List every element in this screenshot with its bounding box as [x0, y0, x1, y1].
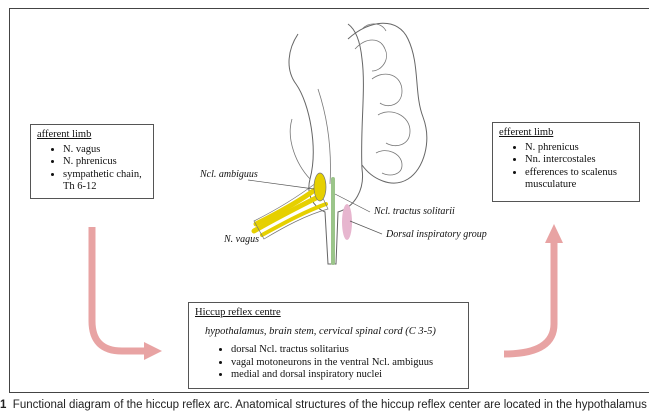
centre-subtitle: hypothalamus, brain stem, cervical spina…	[205, 326, 462, 339]
list-item: N. phrenicus	[63, 156, 147, 169]
centre-title: Hiccup reflex centre	[195, 307, 462, 320]
cerebellum-folia-3	[378, 112, 410, 146]
caption-number: 1	[0, 399, 6, 411]
centre-list: dorsal Ncl. tractus solitarius vagal mot…	[195, 344, 462, 382]
dorsal-inspiratory-group	[342, 204, 352, 240]
label-dorsal-inspiratory-group: Dorsal inspiratory group	[386, 229, 487, 240]
diagram-frame: Ncl. ambiguus N. vagus Ncl. tractus soli…	[9, 8, 649, 393]
afferent-arrow	[92, 227, 146, 351]
list-item: dorsal Ncl. tractus solitarius	[231, 344, 462, 357]
afferent-limb-title: afferent limb	[37, 129, 147, 142]
afferent-limb-box: afferent limb N. vagus N. phrenicus symp…	[30, 124, 154, 199]
solitarius-nucleus	[331, 177, 335, 265]
ambiguus-leader	[248, 180, 314, 189]
label-n-vagus: N. vagus	[224, 234, 259, 245]
ambiguus-nucleus	[314, 173, 326, 201]
efferent-arrow	[504, 241, 554, 354]
efferent-limb-list: N. phrenicus Nn. intercostales efference…	[499, 142, 633, 192]
caption-text: Functional diagram of the hiccup reflex …	[13, 399, 647, 411]
list-item: sympathetic chain, Th 6-12	[63, 169, 147, 194]
afferent-arrow-head	[144, 342, 162, 360]
list-item: efferences to scalenus musculature	[525, 167, 633, 192]
cerebellum-folia-1	[355, 40, 387, 71]
list-item: vagal motoneurons in the ventral Ncl. am…	[231, 357, 462, 370]
list-item: N. vagus	[63, 144, 147, 157]
label-ncl-ambiguus: Ncl. ambiguus	[200, 169, 258, 180]
brainstem-left-contour	[290, 119, 310, 179]
cerebellum-folia-4	[376, 151, 402, 175]
label-ncl-tractus-solitarii: Ncl. tractus solitarii	[374, 206, 455, 217]
list-item: medial and dorsal inspiratory nuclei	[231, 369, 462, 382]
figure-caption: 1 Functional diagram of the hiccup refle…	[0, 399, 649, 411]
efferent-arrow-head	[545, 224, 563, 243]
list-item: Nn. intercostales	[525, 154, 633, 167]
brainstem-inner-line	[318, 89, 331, 184]
vagus-nerve-1	[256, 189, 316, 224]
cerebellum-folia-2	[372, 74, 402, 106]
list-item: N. phrenicus	[525, 142, 633, 155]
efferent-limb-box: efferent limb N. phrenicus Nn. intercost…	[492, 122, 640, 202]
dorsal-leader	[350, 221, 382, 234]
hiccup-reflex-centre-box: Hiccup reflex centre hypothalamus, brain…	[188, 302, 469, 389]
brainstem-outline	[289, 24, 363, 264]
efferent-limb-title: efferent limb	[499, 127, 633, 140]
solitarii-leader	[335, 194, 370, 212]
afferent-limb-list: N. vagus N. phrenicus sympathetic chain,…	[37, 144, 147, 194]
